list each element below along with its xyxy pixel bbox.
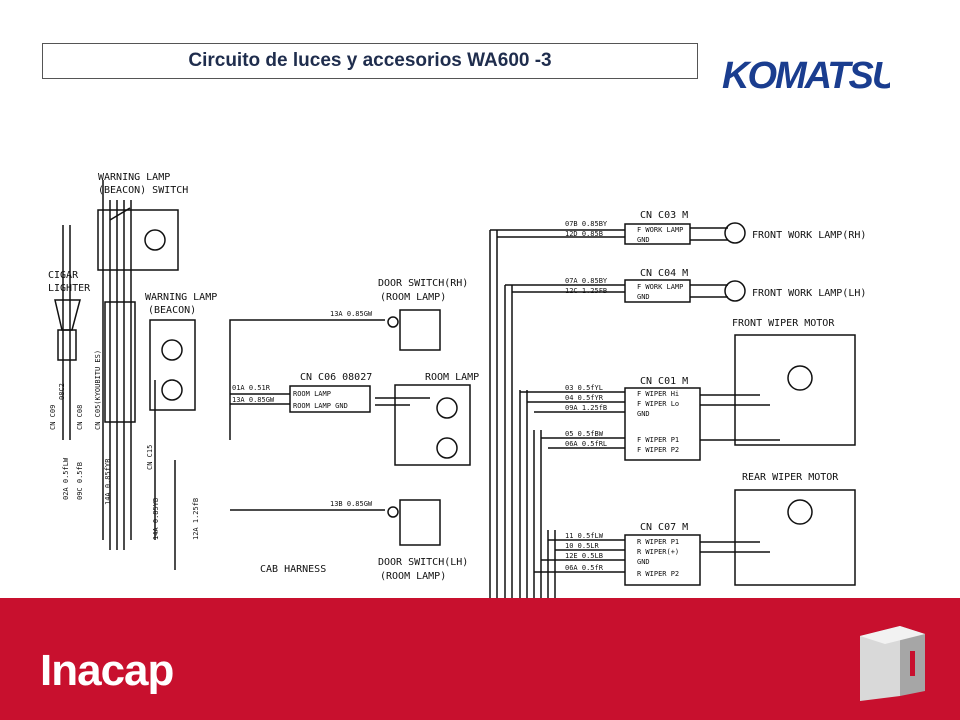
vertical-label: 12A 1.25fB (192, 498, 200, 540)
wire-label: 13A 0.85GW (232, 396, 275, 404)
wire-label: 07A 0.85BY (565, 277, 608, 285)
label-door-lh-2: (ROOM LAMP) (380, 571, 446, 582)
vertical-label: 08C2 (58, 383, 66, 400)
pin-label: GND (637, 293, 650, 301)
label-cn-c07: CN C07 M (640, 522, 688, 533)
label-warning-lamp-2: (BEACON) (148, 305, 196, 316)
vertical-label: 09C 0.5fB (76, 462, 84, 500)
svg-text:KOMATSU: KOMATSU (722, 55, 890, 96)
vertical-label: 14A 0.85YB (152, 498, 160, 540)
inacap-logo: Inacap (40, 646, 174, 695)
wire-label: 13A 0.85GW (330, 310, 373, 318)
wire-label: 12C 1.25FB (565, 287, 607, 295)
wire-label: 06A 0.5fR (565, 564, 604, 572)
pin-label: F WORK LAMP (637, 226, 683, 234)
pin-label: ROOM LAMP GND (293, 402, 348, 410)
label-door-lh: DOOR SWITCH(LH) (378, 557, 468, 568)
label-cab-harness: CAB HARNESS (260, 564, 326, 575)
wire-label: 07B 0.85BY (565, 220, 608, 228)
vertical-label: CN C15 (146, 445, 154, 470)
slide-title: Circuito de luces y accesorios WA600 -3 (188, 50, 552, 71)
wire-label: 12E 0.5LB (565, 552, 603, 560)
label-door-rh: DOOR SWITCH(RH) (378, 278, 468, 289)
pin-label: R WIPER(+) (637, 548, 679, 556)
footer-band: Inacap (0, 598, 960, 720)
vertical-label: CN C05(KYOUBITU ES) (94, 350, 102, 430)
pin-label: F WIPER P2 (637, 446, 679, 454)
wire-label: 04 0.5fYR (565, 394, 604, 402)
label-rear-wiper: REAR WIPER MOTOR (742, 472, 839, 483)
pin-label: F WIPER Lo (637, 400, 679, 408)
label-room-lamp: ROOM LAMP (425, 372, 479, 383)
wire-label: 03 0.5fYL (565, 384, 603, 392)
pin-label: F WIPER Hi (637, 390, 679, 398)
komatsu-logo: KOMATSU (722, 55, 890, 96)
pin-label: F WORK LAMP (637, 283, 683, 291)
label-front-wiper: FRONT WIPER MOTOR (732, 318, 835, 329)
wire-label: 01A 0.51R (232, 384, 271, 392)
vertical-label: CN C08 (76, 405, 84, 430)
wire-label: 13B 0.85GW (330, 500, 373, 508)
label-front-work-rh: FRONT WORK LAMP(RH) (752, 230, 866, 241)
label-cn-c03: CN C03 M (640, 210, 688, 221)
label-cn-c04: CN C04 M (640, 268, 688, 279)
vertical-label: CN C09 (49, 405, 57, 430)
label-cn-c06: CN C06 08027 (300, 372, 372, 383)
label-lighter: LIGHTER (48, 283, 91, 294)
wire-label: 06A 0.5fRL (565, 440, 607, 448)
wiring-schematic: WARNING LAMP (BEACON) SWITCH CIGAR LIGHT… (48, 172, 866, 600)
pin-label: ROOM LAMP (293, 390, 331, 398)
vertical-label: 14A 0.85fYB (104, 459, 112, 505)
vertical-label: 02A 0.5fLW (62, 457, 70, 500)
label-warning-switch: WARNING LAMP (98, 172, 170, 183)
label-cn-c01: CN C01 M (640, 376, 688, 387)
pin-label: GND (637, 558, 650, 566)
pin-label: F WIPER P1 (637, 436, 679, 444)
slide-title-box: Circuito de luces y accesorios WA600 -3 (42, 43, 698, 79)
pin-label: GND (637, 410, 650, 418)
label-front-work-lh: FRONT WORK LAMP(LH) (752, 288, 866, 299)
label-warning-lamp: WARNING LAMP (145, 292, 217, 303)
pin-label: GND (637, 236, 650, 244)
wire-label: 09A 1.25fB (565, 404, 607, 412)
wire-label: 11 0.5fLW (565, 532, 604, 540)
building-icon (860, 626, 925, 701)
label-cigar: CIGAR (48, 270, 79, 281)
wire-label: 05 0.5fBW (565, 430, 604, 438)
wire-label: 12D 0.85B (565, 230, 603, 238)
pin-label: R WIPER P1 (637, 538, 679, 546)
pin-label: R WIPER P2 (637, 570, 679, 578)
label-warning-switch-2: (BEACON) SWITCH (98, 185, 188, 196)
label-door-rh-2: (ROOM LAMP) (380, 292, 446, 303)
wire-label: 10 0.5LR (565, 542, 600, 550)
